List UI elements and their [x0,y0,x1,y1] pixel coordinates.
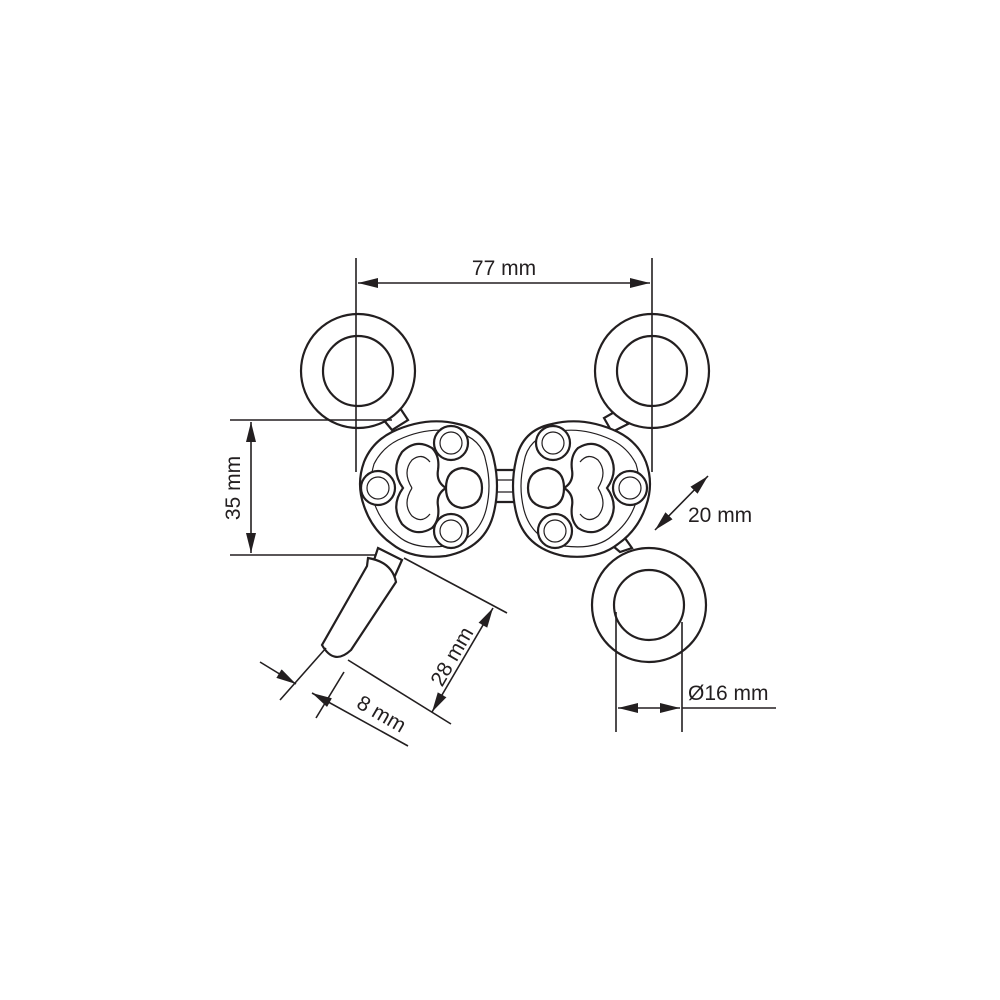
eye-ring-bottom-right [590,532,708,664]
dimension-label-16: Ø16 mm [688,682,769,705]
handle [320,546,404,658]
hub-left [358,420,499,558]
hub-right [511,420,652,558]
extension-line-left [279,647,327,701]
dimension-label-20: 20 mm [688,504,752,527]
dimension-line-left [259,661,297,685]
dimension-label-35: 35 mm [222,456,245,520]
dimension-line [431,607,494,713]
dimension-width-8: 8 mm [259,647,410,747]
dimension-label-77: 77 mm [472,257,536,280]
dimension-line [654,475,709,531]
dimension-label-28: 28 mm [426,623,478,690]
extension-line-bottom [347,659,452,725]
extension-line-top [403,557,508,614]
dimension-width-77: 77 mm [355,257,653,472]
dimension-diameter-16: Ø16 mm [615,612,776,732]
dimension-pitch-20: 20 mm [654,475,752,531]
eye-ring-top-left [299,312,417,432]
extension-line-right [315,671,345,719]
dimension-line-right [311,692,409,747]
dimension-height-35: 35 mm [222,419,392,556]
